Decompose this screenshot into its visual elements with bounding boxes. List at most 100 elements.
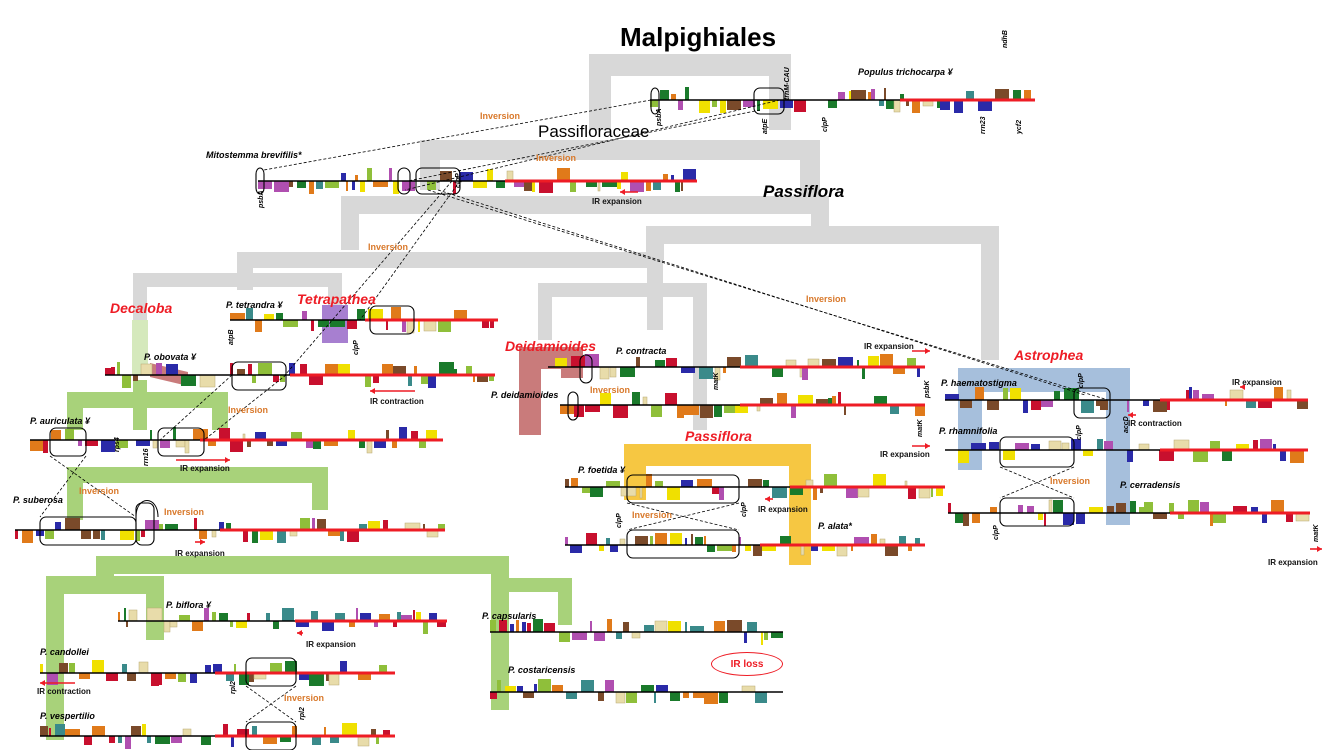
ir-arrows: [40, 189, 1322, 686]
gene-block: [1061, 442, 1070, 451]
gene-block: [744, 632, 747, 643]
gene-block: [297, 181, 306, 188]
gene-block: [915, 405, 925, 416]
gene-block: [893, 367, 905, 374]
gene-block: [101, 530, 105, 540]
gene-block: [127, 673, 136, 681]
branch-root: [589, 54, 791, 130]
gene-block: [590, 487, 603, 497]
gene-block: [663, 174, 668, 181]
gene-block: [693, 692, 704, 698]
gene-block: [582, 487, 590, 493]
species-tetrandra: P. tetrandra ¥: [226, 300, 283, 310]
gene-block: [747, 622, 757, 632]
gene-block: [151, 673, 159, 686]
gene-block: [510, 624, 514, 632]
gene-block: [668, 621, 681, 632]
gene-block: [820, 487, 823, 493]
gene-block: [572, 632, 587, 640]
gene-block: [655, 481, 663, 487]
gene-block: [790, 487, 803, 495]
gene-block: [1200, 502, 1209, 513]
gene-block: [136, 440, 150, 446]
species-contracta: P. contracta: [616, 346, 667, 356]
gene-block: [289, 363, 295, 375]
genome-vespertilio: [40, 723, 395, 749]
gene-block: [51, 430, 61, 440]
gene-block: [1053, 500, 1063, 513]
genome-candollei: [40, 660, 395, 686]
gene-block: [192, 621, 203, 631]
gene-block: [514, 181, 524, 187]
gene-block: [1167, 400, 1170, 410]
gene-block: [171, 736, 182, 743]
gene-block: [727, 100, 741, 110]
gene-label-atpE: atpE: [762, 118, 769, 134]
box-auriculata-2: [157, 427, 205, 457]
gene-block: [280, 375, 285, 382]
gene-block: [936, 487, 943, 496]
gene-block: [972, 513, 980, 523]
gene-block: [263, 736, 277, 744]
gene-block: [987, 400, 999, 410]
box-populus-1: [650, 87, 660, 115]
gene-block: [248, 364, 252, 375]
gene-block: [724, 405, 735, 413]
gene-block: [285, 661, 297, 673]
gene-block: [1246, 400, 1256, 408]
gene-block: [383, 520, 388, 530]
gene-block: [277, 530, 286, 543]
gene-block: [355, 175, 358, 181]
gene-block: [828, 100, 837, 108]
gene-block: [490, 320, 494, 328]
gene-block: [118, 736, 122, 743]
gene-block: [1251, 507, 1258, 513]
box-foetida: [626, 474, 740, 504]
gene-block: [1127, 450, 1133, 462]
gene-block: [340, 530, 344, 541]
arrow-ir-deid-head: [925, 443, 930, 449]
gene-block: [1143, 400, 1149, 406]
gene-block: [1280, 450, 1286, 461]
gene-block: [1213, 513, 1226, 523]
gene-block: [383, 730, 390, 736]
gene-block: [1139, 507, 1144, 513]
gene-block: [675, 181, 680, 192]
gene-block: [411, 431, 418, 440]
gene-block: [300, 518, 310, 530]
gene-block: [1024, 90, 1031, 100]
gene-block: [846, 487, 858, 498]
gene-block: [69, 663, 75, 673]
gene-block: [609, 366, 617, 378]
gene-block: [201, 736, 211, 745]
gene-block: [1015, 443, 1029, 450]
gene-block: [1188, 500, 1199, 513]
gene-block: [851, 90, 866, 100]
gene-block: [653, 181, 661, 190]
genome-costaricensis: [490, 679, 783, 704]
gene-block: [389, 168, 392, 181]
gene-block: [620, 367, 635, 377]
gene-block: [391, 307, 401, 320]
ir-loss-label: IR loss: [730, 658, 764, 670]
gene-block: [1063, 513, 1074, 525]
gene-block: [226, 523, 231, 530]
gene-block: [258, 363, 272, 375]
gene-block: [699, 367, 713, 379]
gene-block: [155, 736, 170, 744]
gene-block: [325, 364, 338, 375]
inversion-label-11: Inversion: [284, 693, 325, 703]
gene-block: [735, 405, 748, 413]
gene-block: [347, 530, 359, 542]
branch-suberosa: [67, 467, 328, 520]
ir-expansion-note-1: IR expansion: [592, 197, 642, 206]
clade-decaloba: Decaloba: [110, 300, 173, 316]
ir-contraction-note-1: IR contraction: [370, 397, 424, 406]
gene-block: [586, 533, 597, 545]
gene-block: [990, 507, 997, 513]
gene-block: [318, 320, 329, 327]
gene-block: [621, 172, 628, 181]
box-haematostigma: [1073, 387, 1111, 419]
gene-block: [685, 538, 687, 545]
gene-block: [264, 314, 274, 320]
